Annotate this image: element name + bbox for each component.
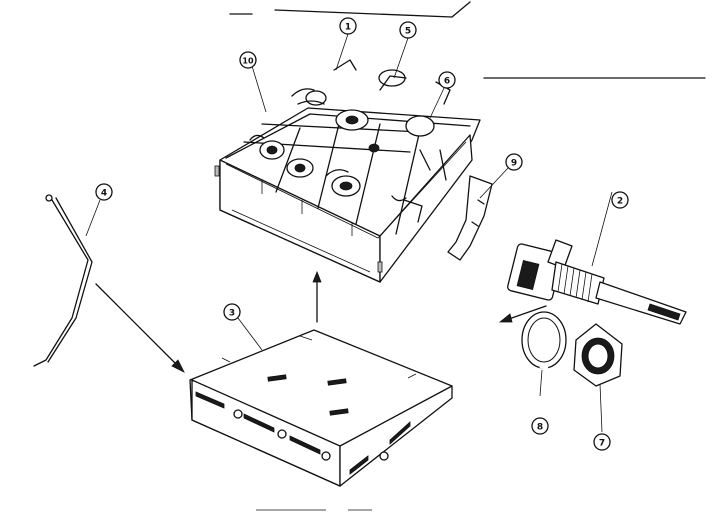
callout-10-label: 10 bbox=[242, 57, 254, 66]
callout-1-label: 1 bbox=[345, 23, 351, 33]
callout-5: 5 bbox=[399, 21, 417, 39]
top-border-lines bbox=[229, 1, 706, 79]
callout-4: 4 bbox=[95, 183, 113, 201]
callout-1: 1 bbox=[339, 17, 357, 35]
switch-housing bbox=[214, 59, 481, 283]
shaft-assembly bbox=[507, 191, 687, 325]
assembly-arrow-left bbox=[498, 305, 547, 323]
lock-washer bbox=[521, 311, 567, 397]
callout-7-label: 7 bbox=[599, 439, 605, 449]
callout-2-label: 2 bbox=[617, 197, 623, 207]
thread-lines bbox=[557, 263, 593, 303]
spring-wire bbox=[33, 194, 101, 367]
callout-4-label: 4 bbox=[101, 189, 107, 199]
callout-3-label: 3 bbox=[229, 309, 235, 319]
clip-part bbox=[447, 167, 509, 261]
callout-8-label: 8 bbox=[537, 423, 543, 433]
leader-lines bbox=[237, 33, 446, 351]
assembly-arrow-diagonal bbox=[95, 283, 185, 373]
callout-9: 9 bbox=[505, 153, 523, 171]
callout-2: 2 bbox=[611, 191, 629, 209]
assembly-arrow-up bbox=[312, 270, 322, 323]
callout-10: 10 bbox=[239, 51, 257, 69]
callout-7: 7 bbox=[593, 433, 611, 451]
callout-6-label: 6 bbox=[444, 77, 450, 87]
callout-3: 3 bbox=[223, 303, 241, 321]
callout-5-label: 5 bbox=[405, 27, 411, 37]
base-plate bbox=[189, 329, 453, 487]
hex-nut bbox=[573, 323, 623, 433]
callout-8: 8 bbox=[531, 417, 549, 435]
callout-6: 6 bbox=[438, 71, 456, 89]
callout-9-label: 9 bbox=[511, 159, 517, 169]
